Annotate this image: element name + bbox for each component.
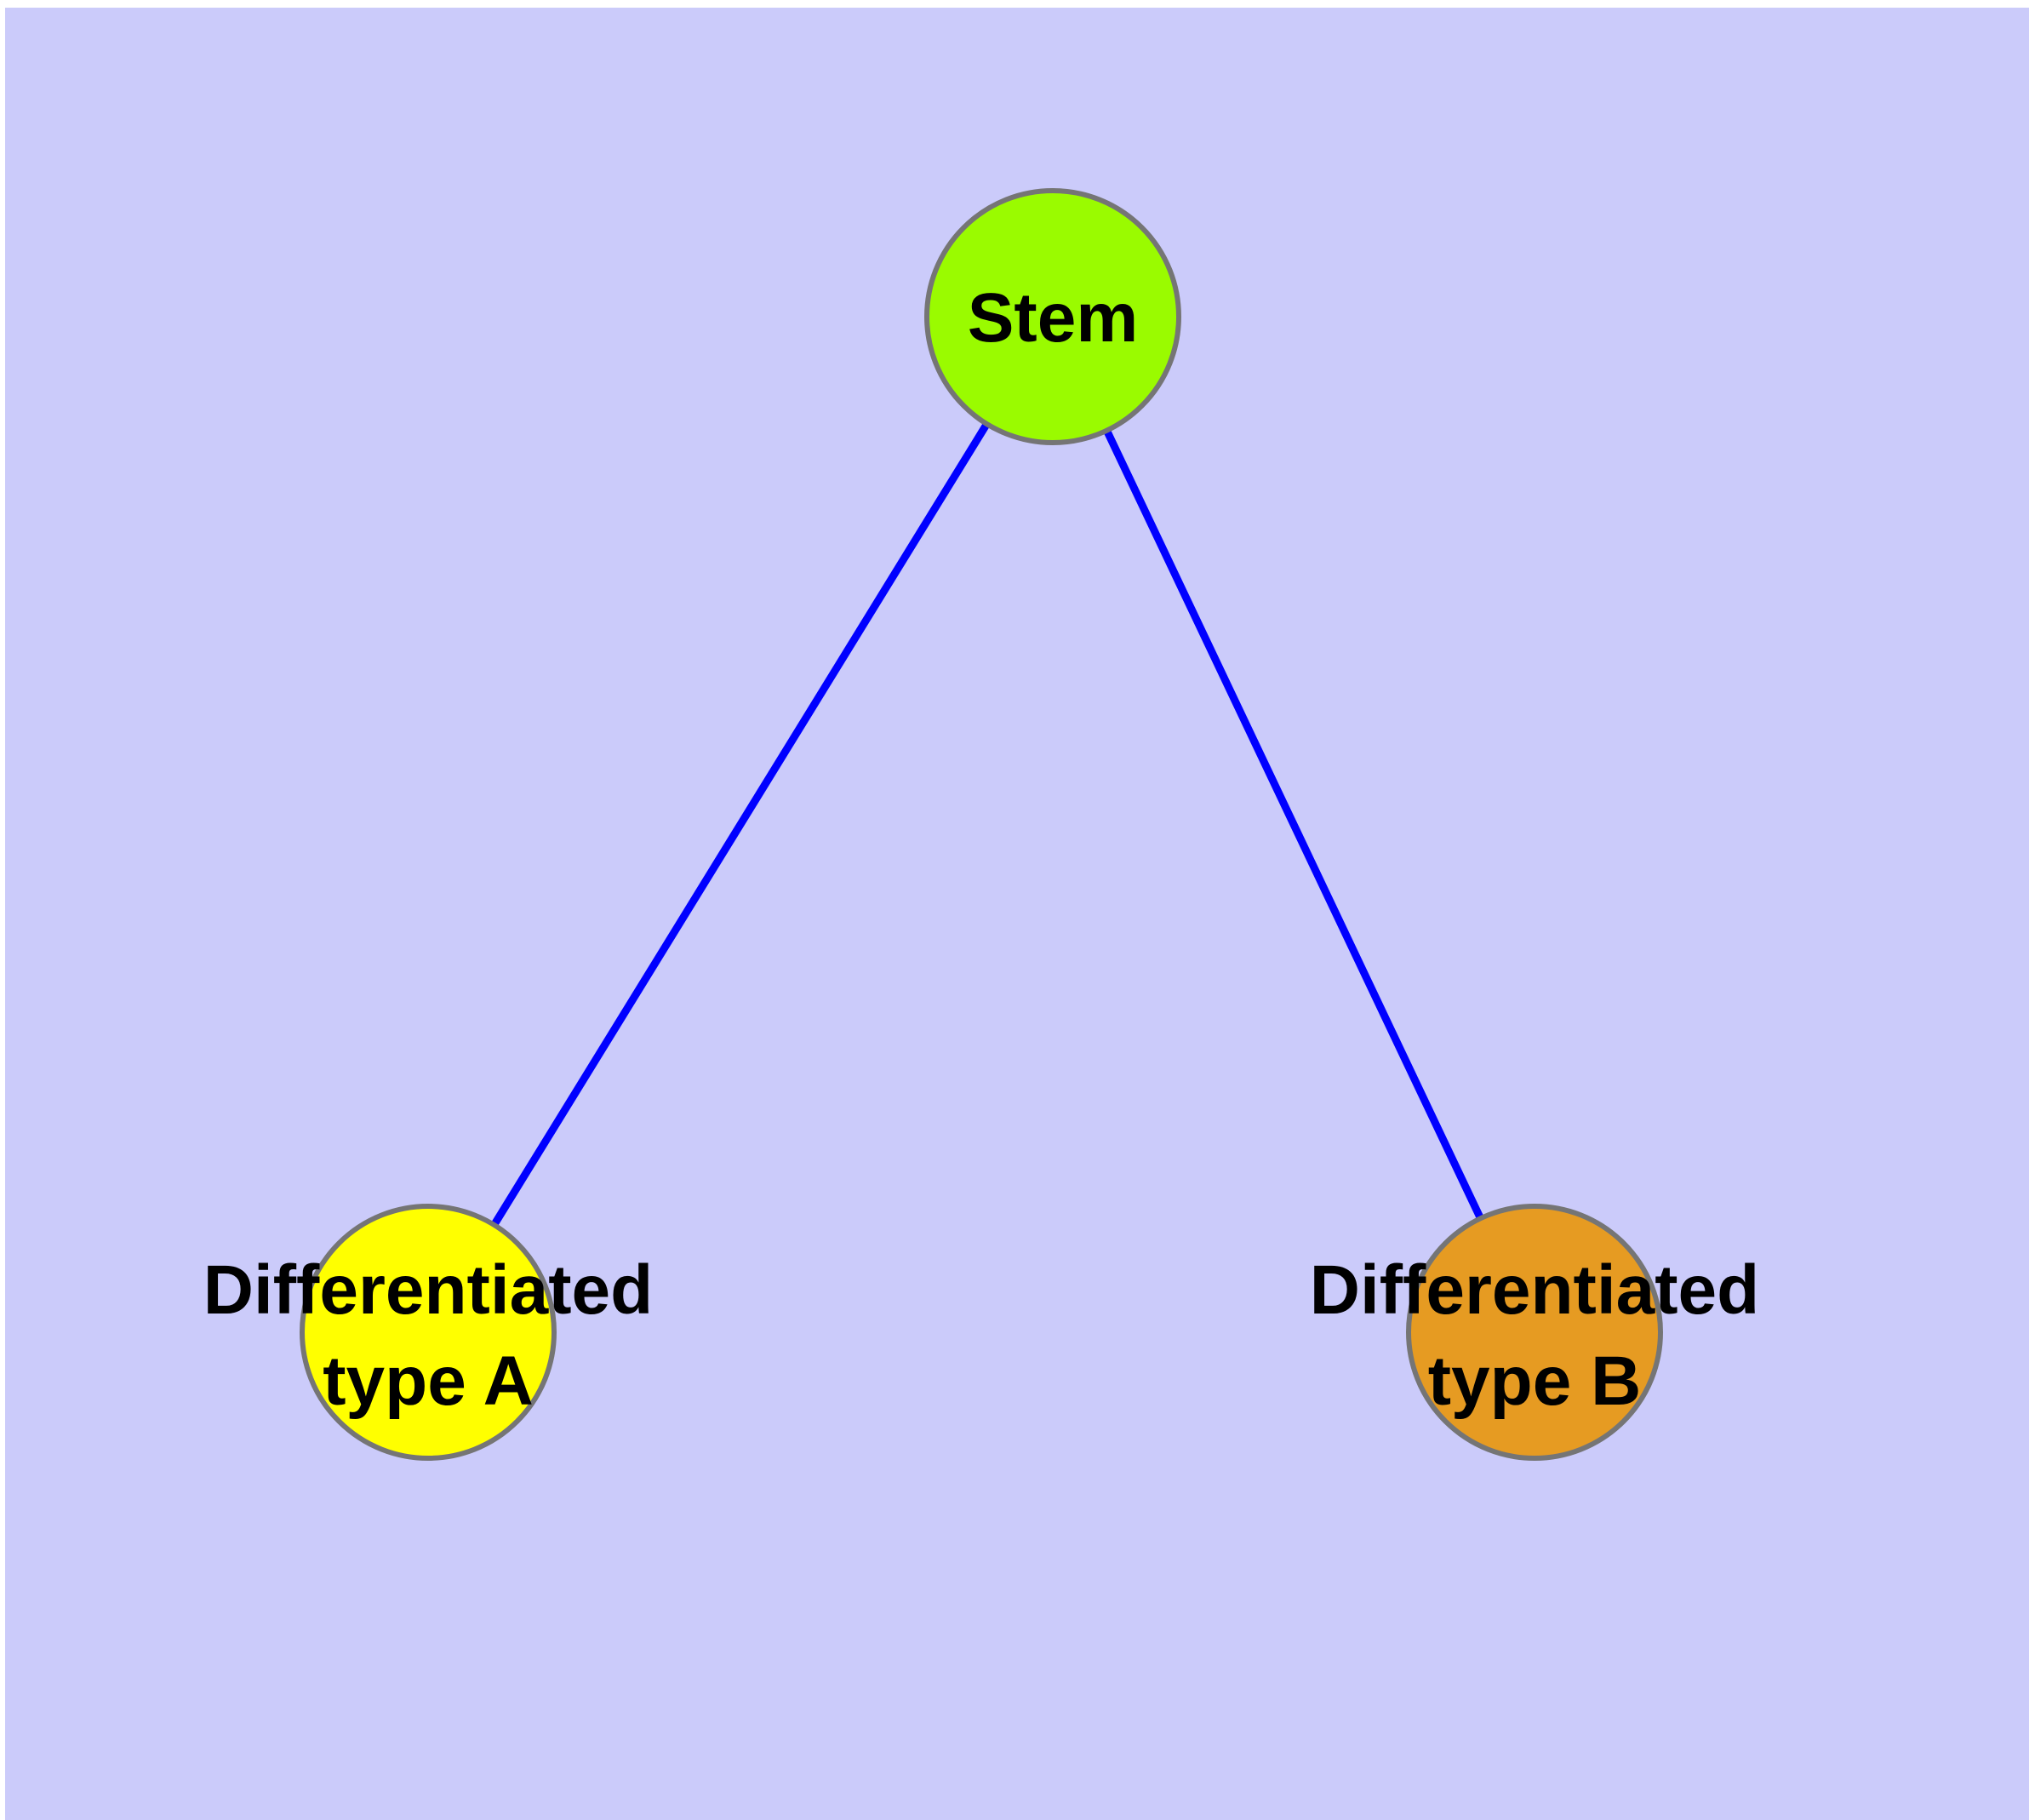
edge-stem-to-type-b [1049, 315, 1539, 1334]
node-type-a-label-line2: type A [323, 1342, 534, 1420]
node-stem [924, 188, 1181, 445]
node-stem-label: Stem [968, 279, 1139, 357]
node-differentiated-type-b [1406, 1204, 1663, 1461]
node-differentiated-type-a [300, 1204, 557, 1461]
node-type-b-label-line1: Differentiated [1310, 1251, 1760, 1329]
node-type-a-label-line1: Differentiated [203, 1251, 654, 1329]
edge-stem-to-type-a [425, 314, 1056, 1335]
node-type-b-label-line2: type B [1428, 1342, 1642, 1420]
